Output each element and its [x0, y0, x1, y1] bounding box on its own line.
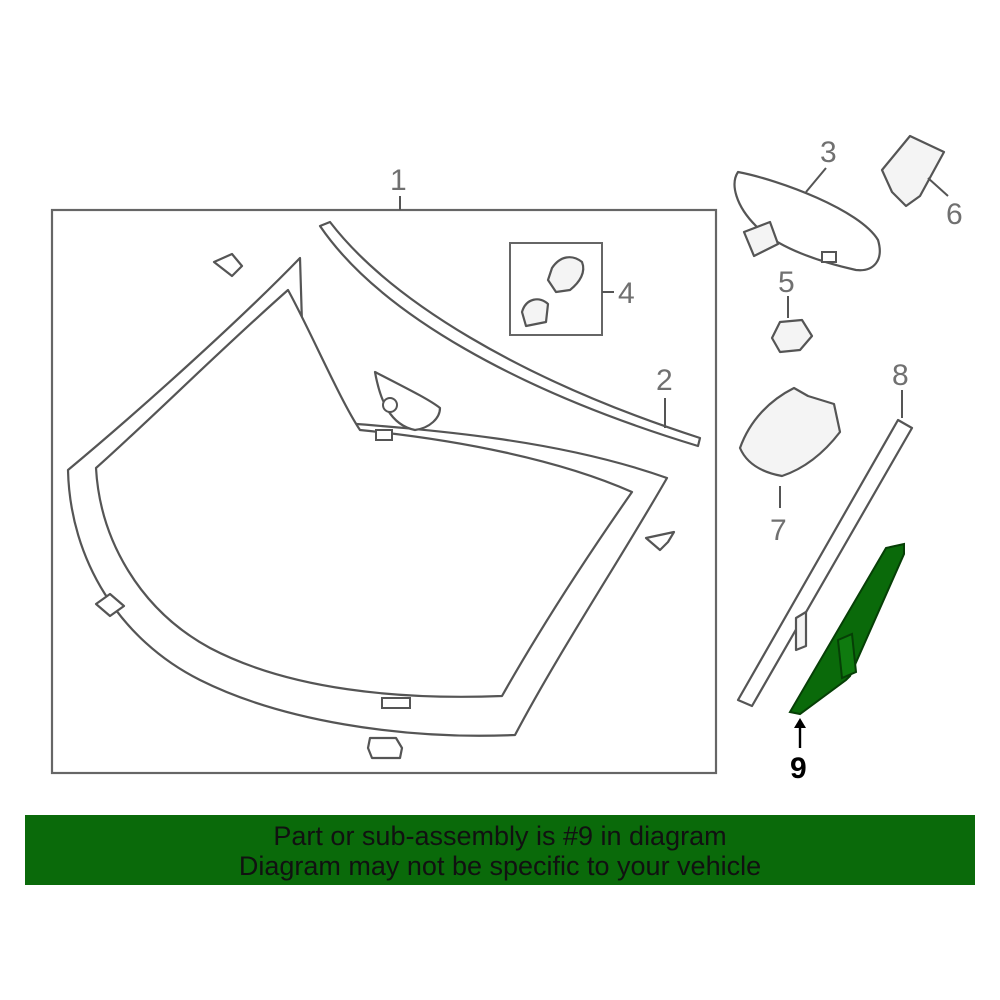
part-3-rearview-mirror: [733, 170, 881, 272]
windshield-inner-edge: [94, 288, 634, 698]
part-2-upper-molding: [318, 220, 702, 448]
part-5-mount: [770, 318, 814, 354]
part-7-sensor-cover: [738, 386, 842, 478]
clip-right: [644, 530, 676, 552]
part-4-clip-a: [546, 256, 585, 294]
callout-1: 1: [390, 164, 407, 197]
sensor-pad: [375, 429, 393, 441]
callout-9: 9: [790, 752, 807, 785]
clip-top-left: [212, 252, 244, 278]
callout-8: 8: [892, 359, 909, 392]
callout-5: 5: [778, 266, 795, 299]
info-banner: Part or sub-assembly is #9 in diagram Di…: [25, 815, 975, 885]
leader-6: [927, 177, 949, 197]
block-bottom: [366, 736, 404, 760]
part-3-mirror-stem: [742, 220, 780, 258]
callout-6: 6: [946, 198, 963, 231]
callout-2: 2: [656, 364, 673, 397]
part-4-clip-b: [520, 298, 550, 328]
banner-line-1: Part or sub-assembly is #9 in diagram: [273, 821, 727, 851]
part-3-mirror-tab: [821, 251, 837, 263]
part-9-highlighted-seal: [788, 542, 905, 716]
callout-7: 7: [770, 514, 787, 547]
banner-line-2: Diagram may not be specific to your vehi…: [238, 851, 762, 881]
arrow-9: [794, 718, 806, 728]
pad-bottom: [381, 697, 411, 709]
part-9-seal-tab: [836, 632, 858, 680]
part-6-bracket: [880, 134, 946, 208]
sensor-ring: [382, 397, 398, 413]
clip-left: [94, 592, 126, 618]
callout-4: 4: [618, 277, 635, 310]
part-8-molding-tab: [794, 610, 808, 652]
leader-3: [805, 167, 827, 193]
part-8-side-molding: [736, 418, 914, 708]
callout-3: 3: [820, 136, 837, 169]
